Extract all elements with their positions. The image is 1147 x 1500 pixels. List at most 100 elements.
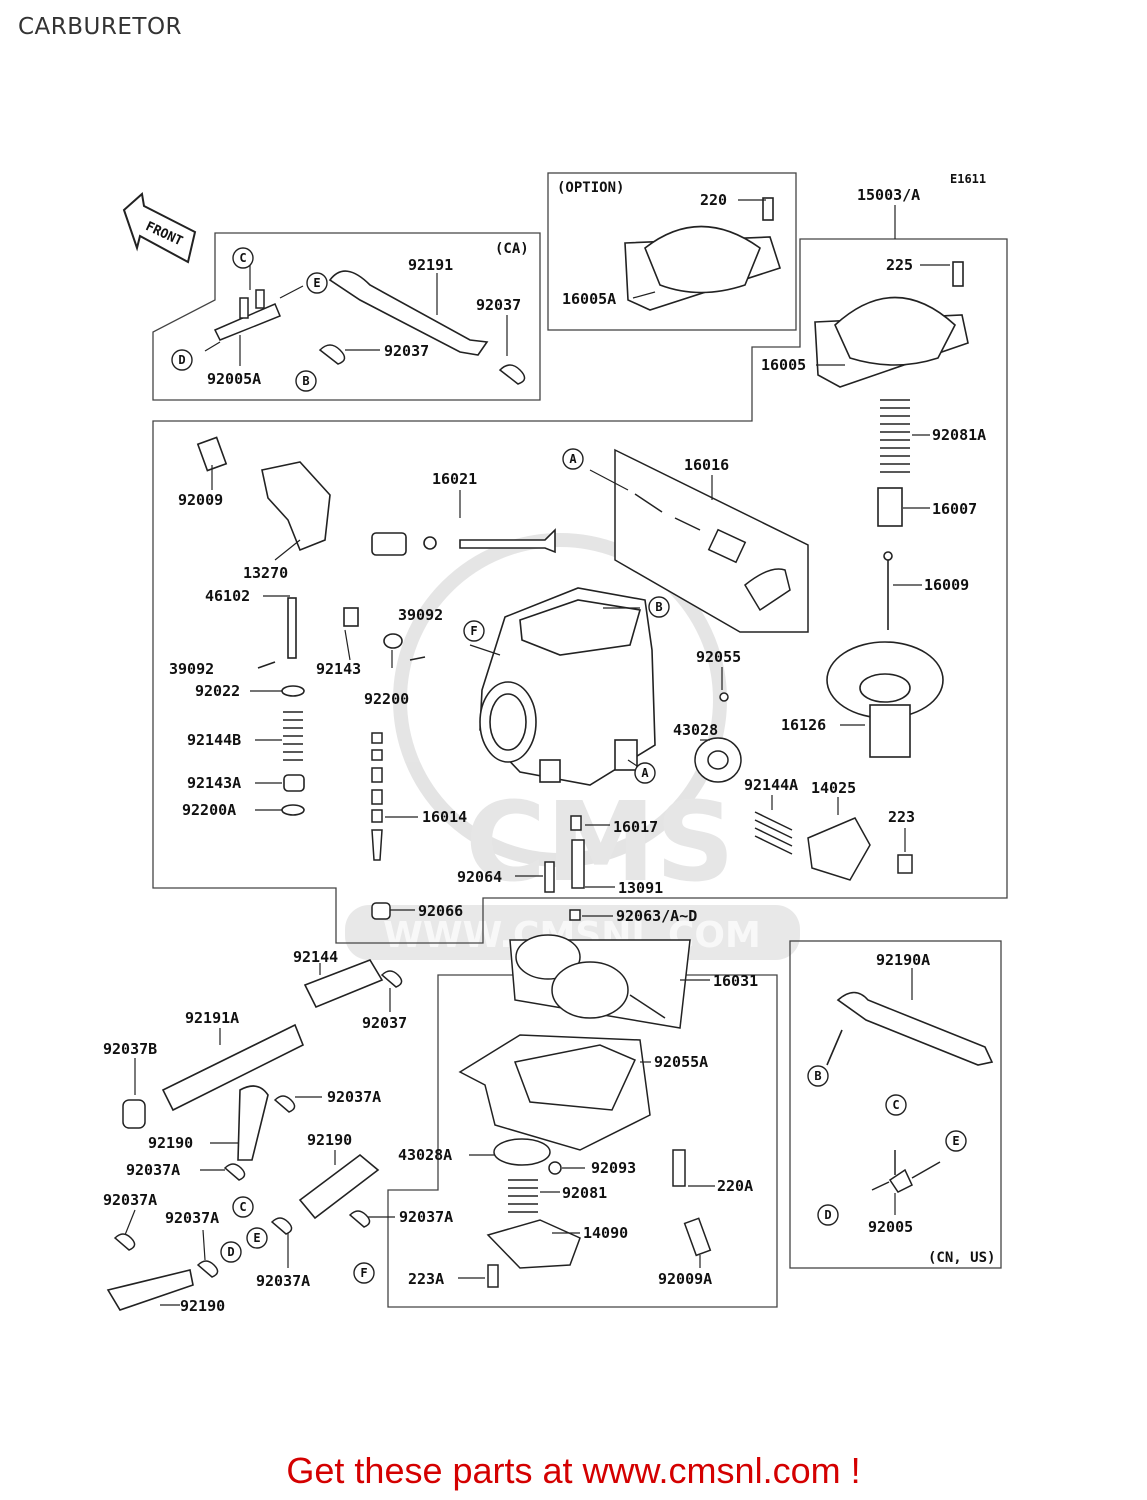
top-cover-16005 [814, 261, 969, 388]
ref-d-cnus: D [824, 1208, 831, 1222]
part-label: 16005 [761, 356, 806, 374]
float-bowl-parts [458, 934, 712, 1288]
ref-d-hose: D [227, 1245, 234, 1259]
part-label: 92009A [658, 1270, 712, 1288]
part-label: 92037 [384, 342, 429, 360]
hoses [106, 270, 994, 1311]
note-option: (OPTION) [557, 180, 624, 196]
ref-e-cnus: E [952, 1134, 959, 1148]
part-label: 92005A [207, 370, 261, 388]
part-label: 92190 [148, 1134, 193, 1152]
part-label: 15003/A [857, 186, 920, 204]
part-label: 14090 [583, 1224, 628, 1242]
part-label: 92037B [103, 1040, 157, 1058]
part-label: 43028A [398, 1146, 452, 1164]
part-label: 92037A [126, 1161, 180, 1179]
main-frame [152, 238, 1008, 944]
ref-b-body: B [655, 600, 662, 614]
part-label: 92143 [316, 660, 361, 678]
watermark-logo: CMS [465, 778, 734, 906]
part-label: 92144A [744, 776, 798, 794]
part-label: 223 [888, 808, 915, 826]
reference-letters: A A B B B C C C D D D E E E F F [178, 251, 959, 1280]
part-label: 92200 [364, 690, 409, 708]
part-label: 14025 [811, 779, 856, 797]
part-label: 92191A [185, 1009, 239, 1027]
part-label: 92037A [327, 1088, 381, 1106]
ref-f-hose: F [360, 1266, 367, 1280]
ref-c-ca: C [239, 251, 246, 265]
part-label: 92005 [868, 1218, 913, 1236]
part-label: 16007 [932, 500, 977, 518]
note-ca: (CA) [495, 241, 529, 257]
part-label: 92200A [182, 801, 236, 819]
footer-cta-link[interactable]: Get these parts at www.cmsnl.com ! [286, 1450, 861, 1491]
part-label: 92081A [932, 426, 986, 444]
part-label: 92037 [476, 296, 521, 314]
part-label: 46102 [205, 587, 250, 605]
part-label: 92143A [187, 774, 241, 792]
part-label: 92037 [362, 1014, 407, 1032]
front-arrow-icon: FRONT [122, 192, 197, 264]
part-label: 16014 [422, 808, 467, 826]
ref-a-body: A [641, 766, 649, 780]
part-label: 13270 [243, 564, 288, 582]
part-label: 225 [886, 256, 913, 274]
part-label: 92081 [562, 1184, 607, 1202]
part-label: 220A [717, 1177, 753, 1195]
choke-plunger [614, 448, 809, 633]
section-frames [152, 172, 1008, 1308]
part-label: 16005A [562, 290, 616, 308]
jet-parts [371, 732, 585, 921]
part-label: 16016 [684, 456, 729, 474]
slide-parts [826, 399, 944, 758]
part-label: 92144 [293, 948, 338, 966]
part-label: 16017 [613, 818, 658, 836]
part-label: 16031 [713, 972, 758, 990]
float-bowl-frame [387, 974, 778, 1308]
ref-e-ca: E [313, 276, 320, 290]
part-label: 16009 [924, 576, 969, 594]
part-label: 92190 [307, 1131, 352, 1149]
part-label: 16126 [781, 716, 826, 734]
top-cover-option [624, 197, 782, 311]
ref-f-body: F [470, 624, 477, 638]
throttle-parts [196, 436, 556, 816]
pump-parts [694, 692, 913, 881]
part-label: 13091 [618, 879, 663, 897]
part-label: 43028 [673, 721, 718, 739]
part-label: 223A [408, 1270, 444, 1288]
carburetor-body [479, 587, 656, 786]
part-label: 92055 [696, 648, 741, 666]
part-label: 92009 [178, 491, 223, 509]
ref-e-hose: E [253, 1231, 260, 1245]
cn-us-frame [789, 940, 1002, 1269]
ref-b-ca: B [302, 374, 309, 388]
part-label: 92063/A~D [616, 907, 697, 925]
part-label: 92066 [418, 902, 463, 920]
fittings-clips [113, 289, 941, 1278]
note-cn-us: (CN, US) [928, 1250, 995, 1266]
part-label: 39092 [398, 606, 443, 624]
part-label: 92037A [399, 1208, 453, 1226]
page-title: CARBURETOR [18, 14, 183, 40]
part-label: 39092 [169, 660, 214, 678]
diagram-code: E1611 [950, 172, 986, 186]
leader-lines [124, 199, 950, 1306]
ref-d-ca: D [178, 353, 185, 367]
ref-c-hose: C [239, 1200, 246, 1214]
part-label: 220 [700, 191, 727, 209]
option-frame [547, 172, 797, 331]
part-label: 92064 [457, 868, 502, 886]
part-labels: 220 16005A 15003/A 225 16005 92191 92037… [103, 186, 986, 1315]
part-label: 92022 [195, 682, 240, 700]
part-label: 92190A [876, 951, 930, 969]
carburetor-exploded-diagram: CMS WWW.CMSNL.COM FRONT (OPTION) (CA) (C… [103, 172, 1008, 1315]
part-label: 92037A [103, 1191, 157, 1209]
reference-markers [171, 247, 967, 1284]
ca-frame [152, 232, 541, 401]
part-label: 16021 [432, 470, 477, 488]
part-label: 92144B [187, 731, 241, 749]
ref-b-cnus: B [814, 1069, 821, 1083]
part-label: 92093 [591, 1159, 636, 1177]
